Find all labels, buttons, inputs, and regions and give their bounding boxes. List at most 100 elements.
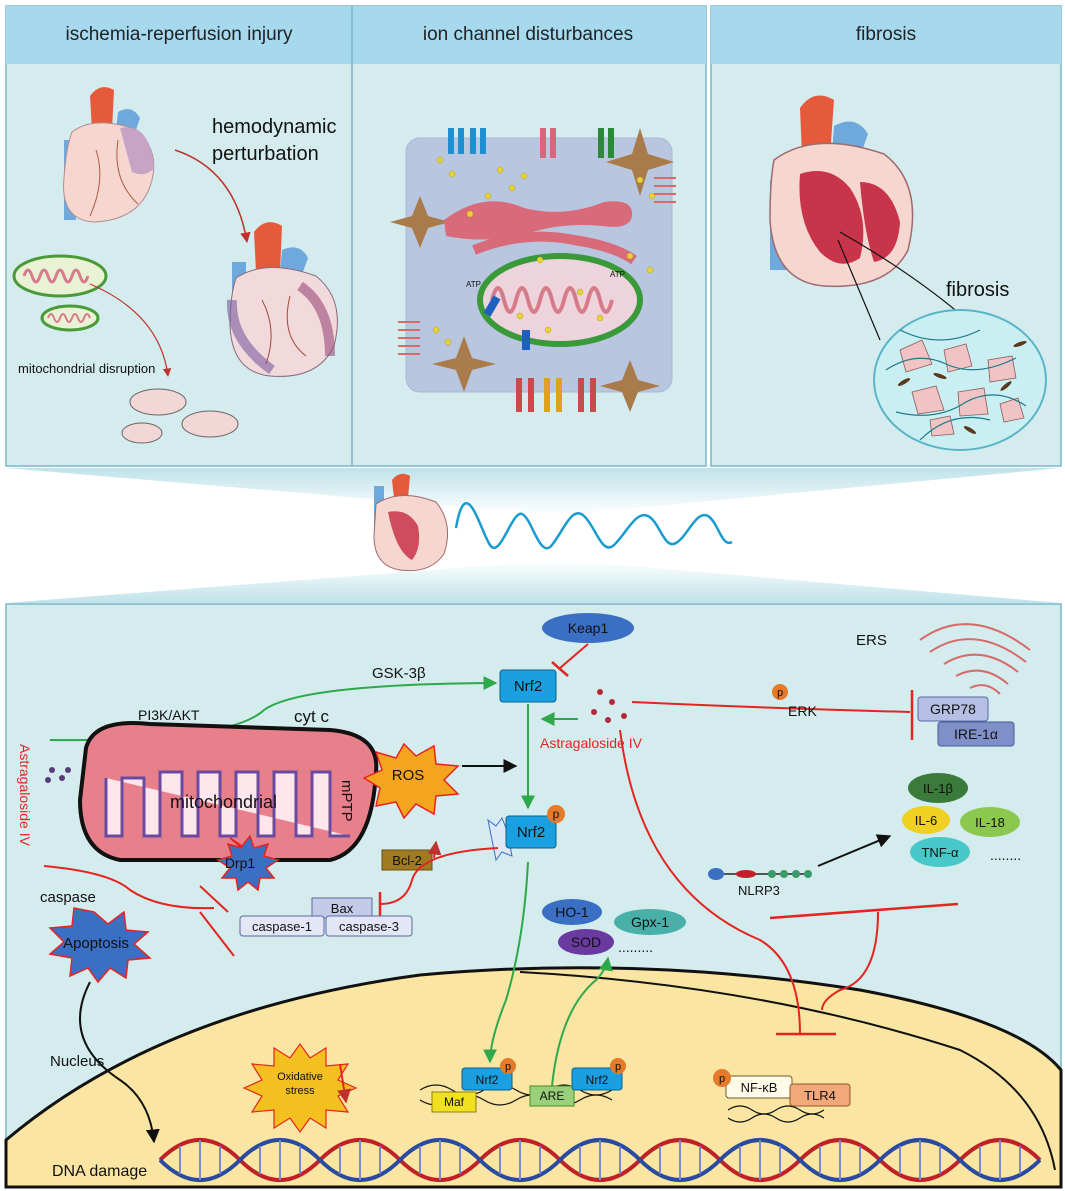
label-cytc: cyt c [294,707,329,726]
label-cytokines-more: ........ [990,847,1021,863]
label-nfkb: NF-κB [741,1080,778,1095]
label-dna-damage: DNA damage [52,1163,147,1180]
waveform [454,502,733,550]
title-ion: ion channel disturbances [423,24,633,45]
label-tnfa: TNF-α [921,845,959,860]
label-oxidative-1: Oxidative [277,1071,323,1083]
oxidative-down-arrow [337,1063,351,1104]
label-ire1a: IRE-1α [954,726,998,742]
label-oxidative-2: stress [285,1085,315,1097]
dna-helix [158,1138,1042,1182]
label-ers: ERS [856,632,887,649]
caspase1-node [239,915,325,937]
inhibit-caspase-line [43,865,215,910]
ischemia-illustration: hemodynamic perturbation mitochondrial d… [12,87,338,444]
label-hemodynamic-2: perturbation [212,143,319,165]
tnfa-node [910,837,970,867]
label-enzymes-more: ......... [618,939,653,955]
grp78-node [917,696,989,722]
er-icon [919,623,1031,695]
heart-large-icon [226,222,338,377]
label-il6: IL-6 [915,813,937,828]
il18-node [960,807,1020,837]
label-nrf2-are-p: p [615,1061,621,1073]
astragaloside-dots-left [45,767,71,783]
label-gpx1: Gpx-1 [631,914,669,930]
oxidative-stress-burst [242,1042,358,1134]
label-erk-p: p [777,687,783,699]
label-mptp: mPTP [338,780,355,822]
label-nrf2-maf: Nrf2 [476,1073,499,1087]
transition-beam [6,468,1061,603]
label-astragaloside-right: Astragaloside IV [540,735,643,751]
nrf2-phospho-node [505,815,557,849]
keap1-node [542,613,634,643]
label-sod: SOD [571,934,601,950]
label-astragaloside-left: Astragaloside IV [17,744,33,847]
apoptosis-burst [48,907,152,984]
bcl2-up-arrow [427,840,442,859]
inhibit-tlr4-nlrp3 [821,911,879,1011]
header-fibrosis [711,6,1061,64]
label-hemodynamic-1: hemodynamic [212,116,337,138]
label-erk: ERK [788,703,817,719]
inhibit-astragaloside-tlr4 [619,729,801,1035]
heart-small-icon [63,87,155,223]
label-bcl2: Bcl-2 [392,853,422,868]
mitochondria-group-icon [12,254,239,444]
label-maf: Maf [444,1095,465,1109]
label-nlrp3: NLRP3 [738,883,780,898]
nrf2-maf-node [461,1067,513,1091]
astragaloside-dots-right [591,689,627,723]
ion-channel-illustration: ATP ATP [390,128,676,412]
label-caspase1: caspase-1 [252,919,312,934]
label-nrf2-maf-p: p [505,1061,511,1073]
drp1-burst [216,834,280,892]
mito-inner-cristae [104,770,350,838]
ion-dots [432,156,656,346]
zoom-line-1 [837,239,881,341]
label-pi3k: PI3K/AKT [138,707,200,723]
erk-phospho-icon [772,684,788,700]
gpx1-node [614,909,686,935]
ire1a-node [937,721,1015,747]
are-node [529,1085,575,1107]
label-fibrosis: fibrosis [946,279,1009,301]
nrf2-maf-phospho-icon [500,1058,516,1074]
label-apoptosis: Apoptosis [63,935,129,952]
mito-cristae [490,286,614,314]
nfkb-phospho-icon [713,1069,731,1087]
label-tlr4: TLR4 [804,1088,836,1103]
nucleus-inner-membrane [519,971,1056,1171]
header-left [6,6,706,64]
label-nrf2: Nrf2 [514,678,542,695]
dna-short-right [727,1105,825,1123]
inhibit-keap1-nrf2 [559,643,589,669]
inhibit-astragaloside-ers [631,701,911,713]
inhibit-nrf2-bax [379,847,499,905]
il1b-node [908,773,968,803]
label-ros: ROS [392,767,425,784]
zoom-line-2 [839,231,961,315]
label-grp78: GRP78 [930,701,976,717]
fibrosis-illustration: fibrosis [769,95,1047,451]
title-fibrosis: fibrosis [856,24,916,45]
label-nrf2-are: Nrf2 [586,1073,609,1087]
label-nfkb-p: p [719,1073,725,1085]
label-are: ARE [540,1089,565,1103]
label-mito-disruption: mitochondrial disruption [18,361,155,376]
er-membrane-lower [472,231,637,265]
nucleus-region [4,966,1063,1189]
arrow-are-enzymes [551,956,613,1087]
nrf2-are-phospho-icon [610,1058,626,1074]
inhibit-bar-nlrp3 [769,902,959,920]
label-gsk3b: GSK-3β [372,665,426,682]
nrf2-phospho-icon [547,805,565,823]
inhibit-line-apoptosis [199,911,235,957]
il6-node [902,806,950,834]
er-membrane [444,201,633,240]
label-nucleus: Nucleus [50,1053,104,1070]
caspase3-node [325,915,413,937]
atp-channel-bottom [522,330,530,350]
